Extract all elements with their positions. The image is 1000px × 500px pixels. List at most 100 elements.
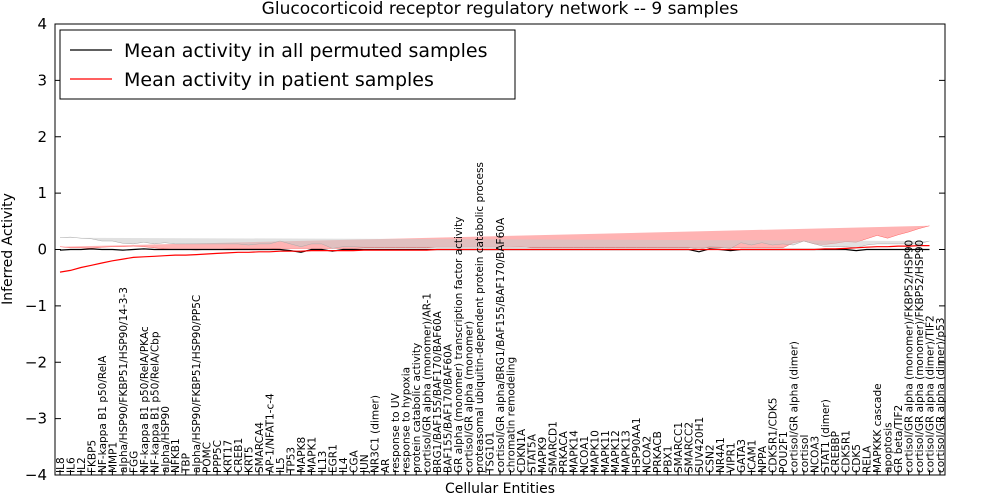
x-tick-label: SMARCC2 (684, 422, 696, 473)
x-tick-label: IL6 (66, 457, 78, 473)
x-tick-label: alpha/HSP90/FKBP51/HSP90/PP5C (191, 295, 203, 473)
x-tick-label: cortisol/GR alpha (monomer) (464, 321, 476, 473)
x-tick-label: PPP5C (212, 440, 224, 473)
x-tick-label: TP53 (286, 447, 298, 474)
patient-mean-line (59, 245, 930, 273)
x-tick-label: cortisol/GR alpha/BRG1/BAF155/BAF170/BAF… (495, 217, 507, 473)
x-tick-label: FGG (128, 451, 140, 473)
x-tick-label: NCOA2 (642, 436, 654, 473)
x-tick-label: chromatin remodeling (506, 357, 518, 473)
x-tick-label: MAPK10 (589, 430, 601, 473)
x-tick-label: RELA (862, 445, 874, 473)
y-tick-label: 3 (37, 71, 47, 89)
x-tick-label: response to hypoxia (401, 367, 413, 473)
x-tick-label: cortisol (799, 435, 811, 473)
y-tick-label: 4 (37, 15, 47, 33)
error-bands (59, 225, 930, 251)
x-tick-label: STAT1 (dimer) (820, 399, 832, 473)
x-tick-label: STAT5A (526, 433, 538, 473)
x-tick-label: cortisol/GR alpha (monomer)/AR-1 (422, 293, 434, 473)
x-tick-label: SUV420H1 (694, 417, 706, 473)
x-tick-label: NF-kappa B1 p50/RelA/Cbp (149, 331, 161, 473)
x-tick-label: PRKACA (558, 430, 570, 473)
x-tick-label: CREBBP (830, 431, 842, 473)
x-tick-label: IL5 (275, 457, 287, 473)
x-tick-label: MAPK1 (306, 437, 318, 473)
x-tick-label: KRT17 (223, 440, 235, 473)
legend-label-patient: Mean activity in patient samples (124, 69, 434, 91)
x-tick-label: cortisol/GR alpha (monomer)/FKBP52/HSP90 (904, 240, 916, 473)
x-tick-label: MAPK8 (296, 437, 308, 473)
series-lines (59, 245, 930, 273)
x-tick-label: MAPK9 (537, 437, 549, 473)
legend-label-permuted: Mean activity in all permuted samples (124, 40, 487, 62)
x-tick-label: protein catabolic activity (411, 343, 423, 473)
x-tick-label: POMC (202, 442, 214, 473)
x-tick-label: IL8 (55, 457, 67, 473)
y-tick-label: −1 (25, 297, 47, 315)
permuted-band (59, 236, 930, 250)
x-tick-label: HSP90AA1 (631, 417, 643, 473)
x-tick-label: SMARCA4 (254, 422, 266, 473)
x-tick-label: MAPK13 (621, 430, 633, 473)
x-tick-label: CDKN1A (516, 428, 528, 473)
x-tick-label: NR4A1 (715, 437, 727, 473)
x-tick-label: KRT5 (244, 446, 256, 473)
x-tick-label: alpha/HSP90/FKBP51/HSP90/14-3-3 (118, 287, 130, 473)
x-tick-label: MAPK14 (568, 430, 580, 473)
y-tick-label: 2 (37, 128, 47, 146)
x-tick-label: POU2F1 (778, 431, 790, 473)
x-tick-label: AP-1/NFAT1-c-4 (265, 393, 277, 473)
x-tick-label: BAF155/BAF170/BAF60A (443, 343, 455, 473)
x-axis-label: Cellular Entities (445, 481, 555, 497)
x-tick-label: SMARCD1 (547, 421, 559, 473)
x-tick-label: MAPKKK cascade (872, 383, 884, 473)
x-tick-label: CREB1 (233, 438, 245, 473)
y-tick-label: 0 (37, 241, 47, 259)
y-axis-label: Inferred Activity (0, 193, 16, 305)
y-tick-label: 1 (37, 184, 47, 202)
x-tick-label: GR alpha (monomer) transcription factor … (453, 217, 465, 473)
x-tick-label: FKBP5 (86, 440, 98, 473)
x-tick-label: JUN (359, 454, 371, 474)
x-tick-label: GATA3 (736, 439, 748, 473)
x-tick-label: PRKACB (652, 431, 664, 473)
x-tick-label: SMARCC1 (673, 422, 685, 473)
x-tick-label: EGR1 (327, 444, 339, 473)
x-tick-label: NCOA1 (579, 436, 591, 473)
x-tick-label: NFKB1 (170, 438, 182, 473)
x-tick-label: CSN2 (705, 444, 717, 473)
y-tick-label: −2 (25, 353, 47, 371)
x-tick-label: response to UV (390, 392, 402, 473)
x-tick-label: proteasomal ubiquitin-dependent protein … (474, 162, 486, 473)
x-tick-label: MMP1 (107, 442, 119, 473)
x-tick-label: cortisol/GR alpha (dimer)/TIF2 (925, 315, 937, 473)
x-tick-label: TBP (181, 453, 193, 474)
x-tick-label: VIPR1 (726, 442, 738, 473)
x-tick-label: CDK5R1/CDK5 (767, 398, 779, 473)
x-tick-label: TSG101 (485, 432, 497, 474)
legend-box (59, 29, 516, 100)
x-tick-label: IL4 (338, 457, 350, 473)
x-tick-label: alpha/HSP90 (160, 406, 172, 473)
x-tick-label: CDK5R1 (841, 430, 853, 473)
x-tick-label: cortisol/GR alpha (monomer)/FKBP52/HSP90 (914, 240, 926, 473)
y-tick-label: −4 (25, 466, 47, 484)
x-tick-label: CGA (348, 450, 360, 473)
x-tick-label: PBX1 (663, 446, 675, 473)
x-tick-label: AR (380, 459, 392, 473)
x-tick-label: NF-kappa B1 p50/RelA (97, 355, 109, 473)
x-tick-label: NR3C1 (dimer) (369, 395, 381, 473)
x-tick-label: NF-kappa B1 p50/RelA/PKAc (139, 326, 151, 473)
x-tick-label: ICAM1 (746, 440, 758, 473)
x-tick-label: BRG1/BAF155/BAF170/BAF60A (432, 310, 444, 473)
x-tick-label: apoptosis (883, 422, 895, 473)
x-tick-label: CDK5 (851, 444, 863, 473)
x-tick-label: IL13 (317, 451, 329, 473)
x-tick-label: MAPK11 (600, 430, 612, 473)
x-tick-label: NPPA (757, 445, 769, 473)
